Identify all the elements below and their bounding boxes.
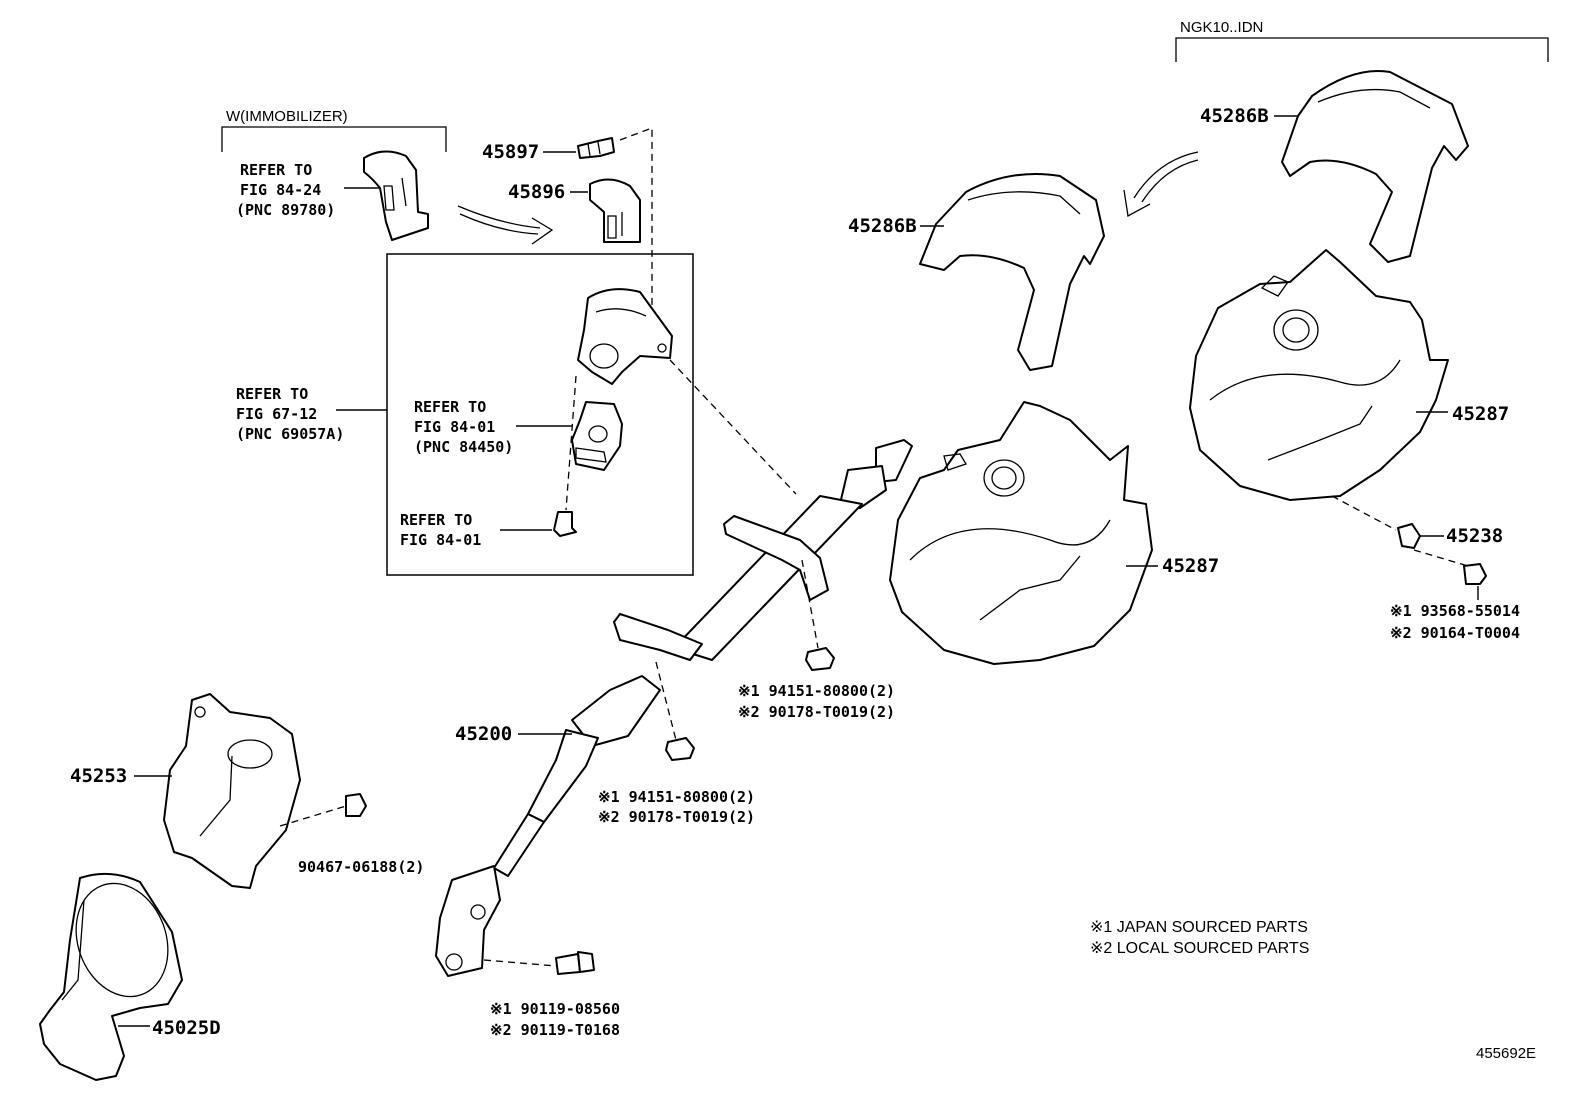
switch-screw	[553, 511, 577, 537]
part-45287-right-lower-cover	[1189, 249, 1449, 501]
move-arrow-left	[457, 205, 554, 245]
ref-84-24-line2: FIG 84-24	[240, 181, 321, 199]
ref-67-12-line2: FIG 67-12	[236, 405, 317, 423]
part-45238-clip	[1397, 523, 1421, 549]
fastener-3-line1: ※1 93568-55014	[1390, 602, 1520, 620]
immobilizer-group-label: W(IMMOBILIZER)	[226, 108, 348, 125]
label-45287-left: 45287	[1162, 555, 1219, 577]
move-arrow-right	[1123, 151, 1199, 218]
fastener-2-line2: ※2 90178-T0019(2)	[598, 808, 755, 826]
label-45286b-left: 45286B	[848, 215, 917, 237]
part-45896-bracket	[589, 178, 641, 243]
part-45025d-boot	[39, 872, 183, 1081]
ref-fig-84-01-b: REFER TO FIG 84-01	[400, 511, 481, 549]
label-45287-right: 45287	[1452, 403, 1509, 425]
dash-switch-to-column	[669, 359, 797, 495]
variant-group-bracket: NGK10..IDN	[1175, 19, 1549, 62]
part-45200-steering-column	[435, 439, 913, 977]
dash-column-nut-1	[801, 559, 819, 649]
part-45253-cover	[163, 693, 301, 889]
label-45200: 45200	[455, 723, 512, 745]
ignition-switch-housing	[577, 288, 673, 385]
dash-bolt-lower	[483, 959, 557, 967]
sourcing-legend: ※1 JAPAN SOURCED PARTS ※2 LOCAL SOURCED …	[1090, 919, 1309, 957]
fastener-label-group-3: ※1 93568-55014 ※2 90164-T0004	[1390, 602, 1520, 642]
fastener-5-label: 90467-06188(2)	[298, 858, 424, 876]
ref-fig-84-24: REFER TO FIG 84-24 (PNC 89780)	[236, 161, 335, 219]
lower-bolt	[555, 951, 595, 975]
ref-84-01a-line3: (PNC 84450)	[414, 438, 513, 456]
part-45287-left-lower-cover	[889, 401, 1153, 665]
part-45897-bolt	[577, 137, 615, 159]
dash-cover-to-clip	[1331, 495, 1397, 531]
fastener-2-line1: ※1 94151-80800(2)	[598, 788, 755, 806]
ref-84-24-line1: REFER TO	[240, 161, 312, 179]
ref-84-01b-line2: FIG 84-01	[400, 531, 481, 549]
ref-84-01a-line2: FIG 84-01	[414, 418, 495, 436]
fastener-1-line1: ※1 94151-80800(2)	[738, 682, 895, 700]
column-nut-1	[805, 647, 835, 671]
ref-67-12-line1: REFER TO	[236, 385, 308, 403]
immobilizer-amplifier-part	[363, 150, 429, 241]
label-45897: 45897	[482, 141, 539, 163]
fastener-1-line2: ※2 90178-T0019(2)	[738, 703, 895, 721]
fastener-4-line1: ※1 90119-08560	[490, 1000, 620, 1018]
legend-line1: ※1 JAPAN SOURCED PARTS	[1090, 919, 1308, 936]
column-nut-2	[665, 737, 695, 761]
fastener-label-group-1: ※1 94151-80800(2) ※2 90178-T0019(2)	[738, 682, 895, 721]
ref-fig-84-01-a: REFER TO FIG 84-01 (PNC 84450)	[414, 398, 513, 456]
immobilizer-group-bracket: W(IMMOBILIZER)	[221, 108, 447, 152]
dash-column-nut-2	[655, 661, 677, 741]
label-45253: 45253	[70, 765, 127, 787]
ref-84-01a-line1: REFER TO	[414, 398, 486, 416]
dash-switch-to-screw	[565, 375, 577, 511]
ref-84-24-line3: (PNC 89780)	[236, 201, 335, 219]
legend-line2: ※2 LOCAL SOURCED PARTS	[1090, 940, 1309, 957]
cover-screw	[1463, 563, 1487, 585]
switch-assembly-box	[386, 253, 694, 576]
fastener-4-line2: ※2 90119-T0168	[490, 1021, 620, 1039]
variant-group-label: NGK10..IDN	[1180, 19, 1263, 36]
ref-67-12-line3: (PNC 69057A)	[236, 425, 344, 443]
label-45896: 45896	[508, 181, 565, 203]
diagram-id: 455692E	[1476, 1045, 1536, 1062]
fastener-label-group-4: ※1 90119-08560 ※2 90119-T0168	[490, 1000, 620, 1039]
ref-84-01b-line1: REFER TO	[400, 511, 472, 529]
dash-clip-to-screw	[1413, 549, 1469, 567]
cover-clip	[345, 793, 367, 817]
label-45025d: 45025D	[152, 1017, 221, 1039]
label-45286b-right: 45286B	[1200, 105, 1269, 127]
label-45238: 45238	[1446, 525, 1503, 547]
part-45286b-left-cover	[919, 173, 1105, 371]
fastener-label-group-2: ※1 94151-80800(2) ※2 90178-T0019(2)	[598, 788, 755, 826]
ignition-switch-body	[571, 401, 623, 471]
part-45286b-right-cover	[1281, 70, 1469, 263]
fastener-3-line2: ※2 90164-T0004	[1390, 624, 1520, 642]
ref-fig-67-12: REFER TO FIG 67-12 (PNC 69057A)	[236, 385, 344, 443]
